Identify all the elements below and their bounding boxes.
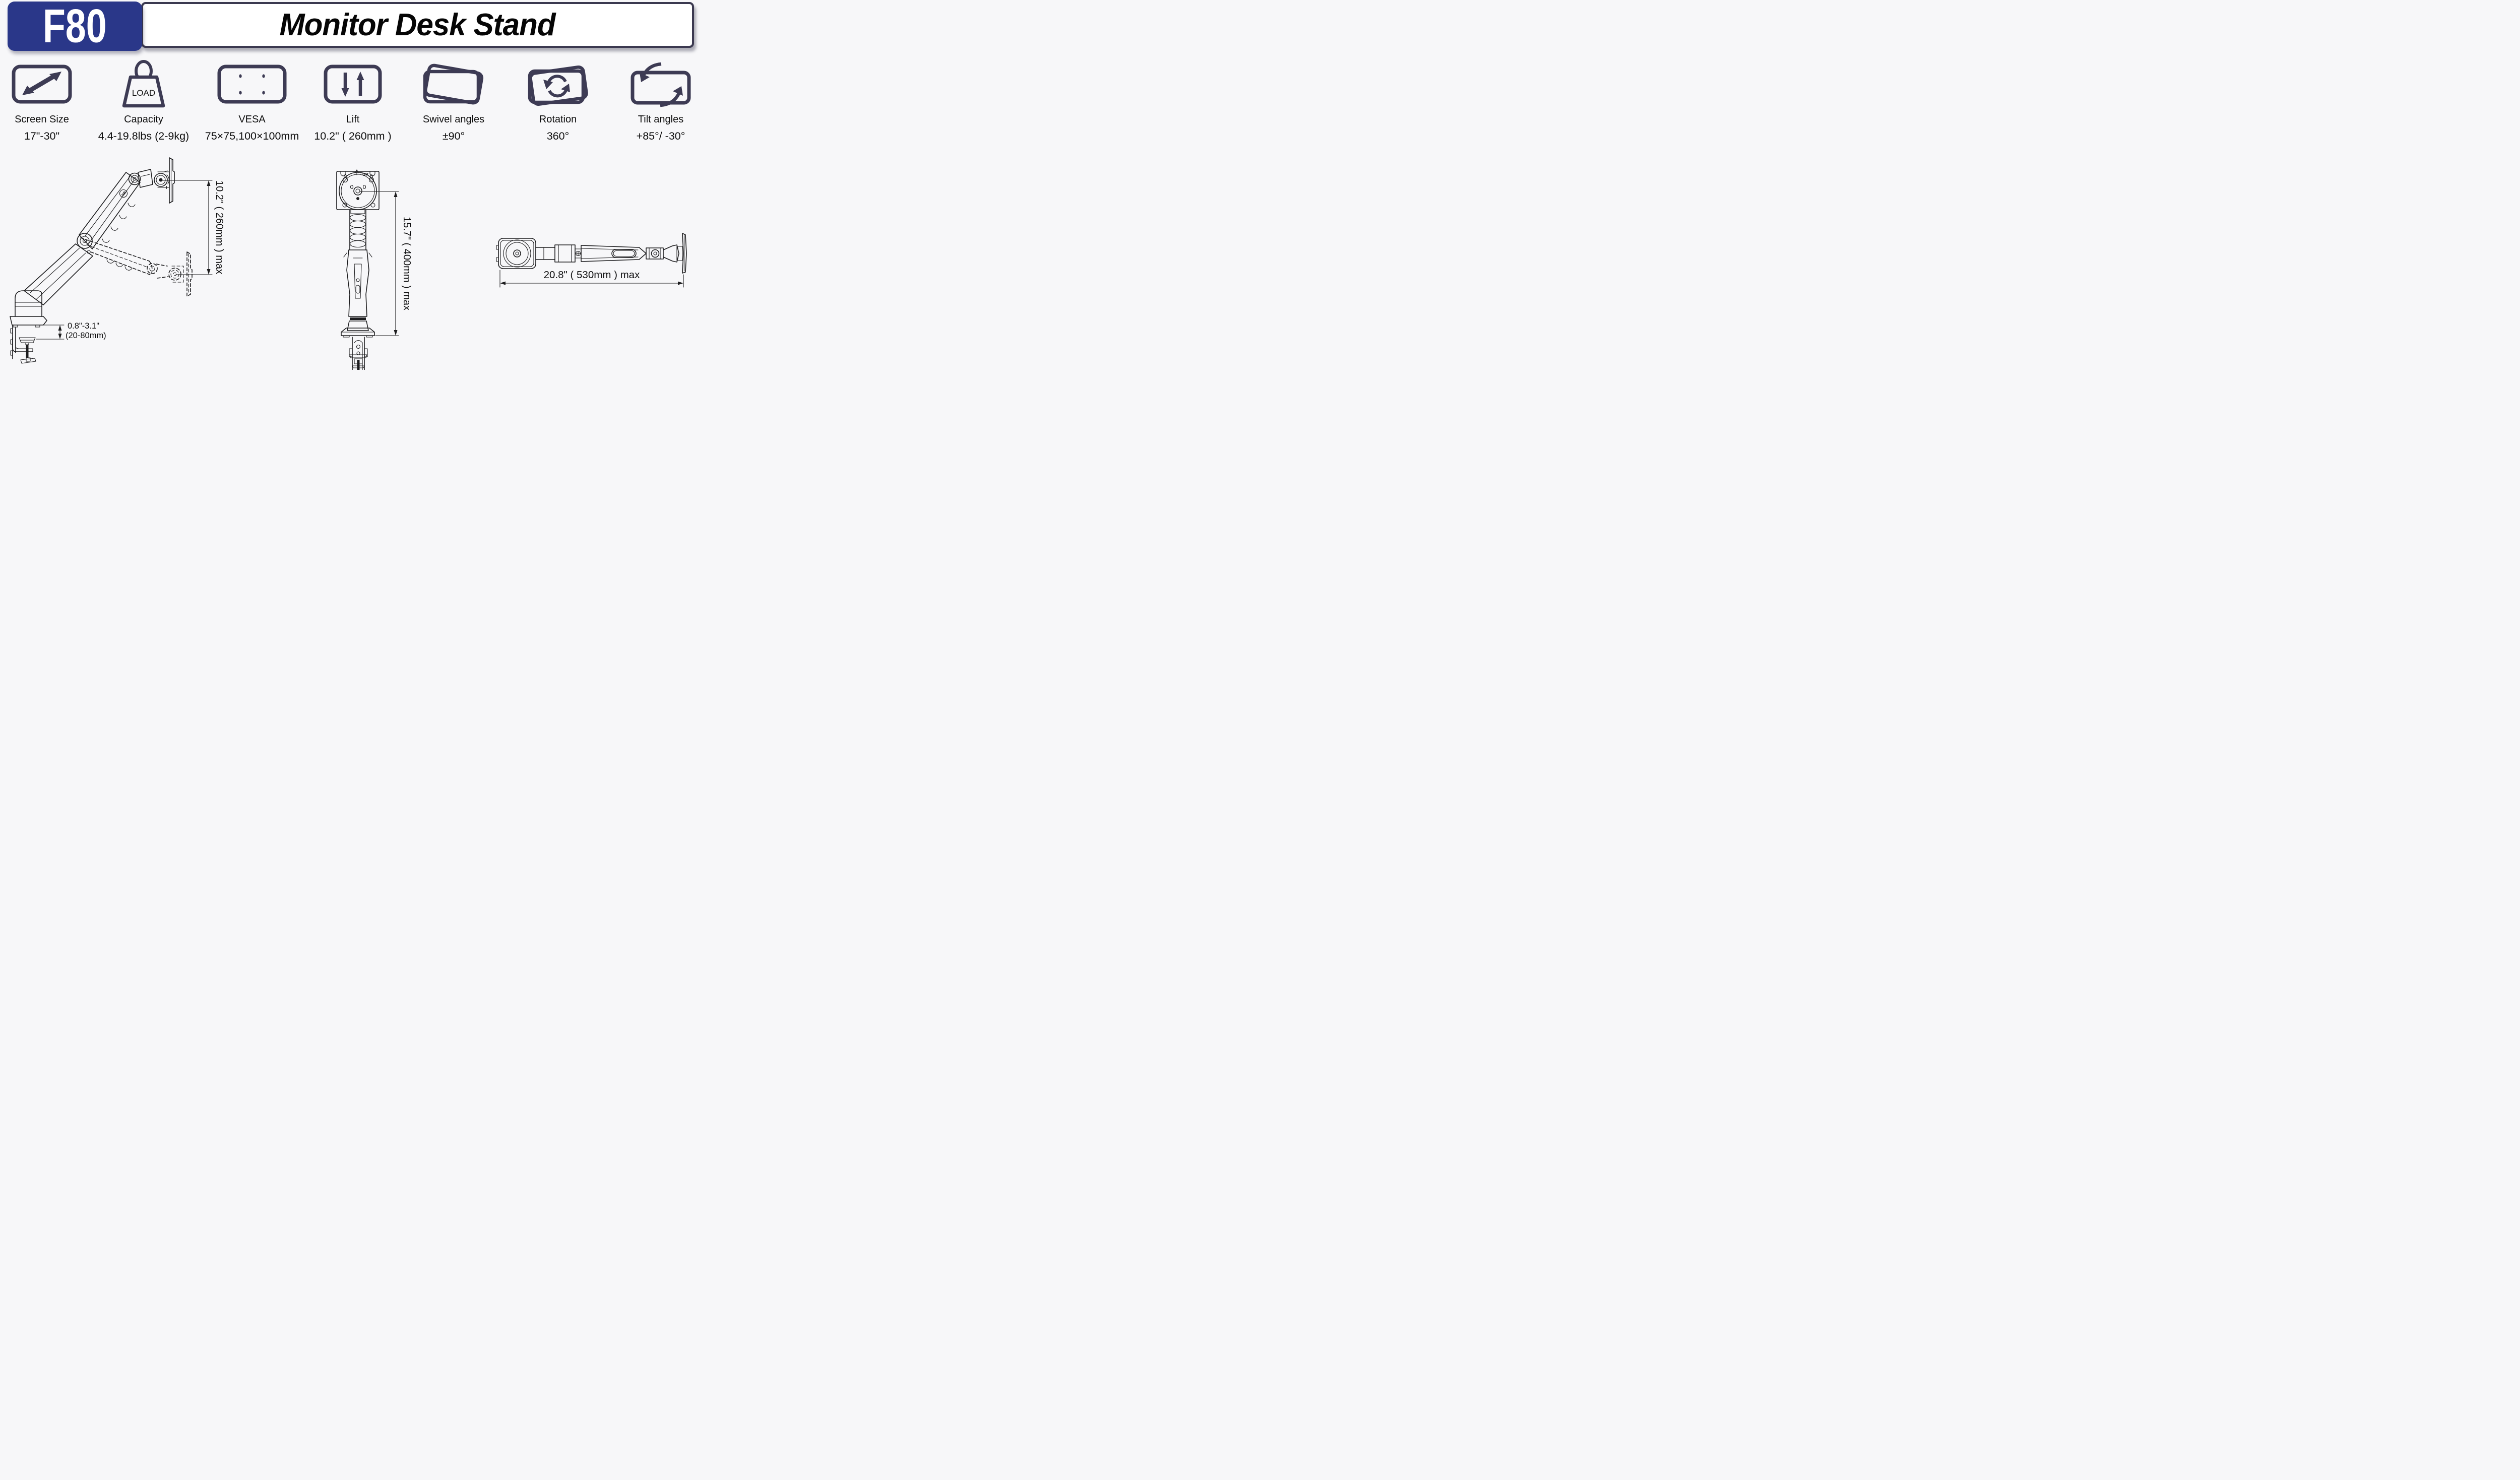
spec-lift: Lift 10.2" ( 260mm ) <box>301 58 404 143</box>
vesa-plate-icon <box>203 58 301 110</box>
spec-swivel: Swivel angles ±90° <box>404 58 503 143</box>
arm-logo: NB <box>121 191 127 197</box>
spec-value: 4.4-19.8lbs (2-9kg) <box>98 130 190 142</box>
spec-value: 360° <box>546 130 570 142</box>
spec-value: 75×75,100×100mm <box>205 130 299 142</box>
model-badge: F80 <box>8 0 142 52</box>
up-label: UP <box>362 172 368 177</box>
spec-screen-size: Screen Size 17"-30" <box>4 58 80 143</box>
swivel-screens-icon <box>404 58 503 110</box>
page-title: Monitor Desk Stand <box>279 8 556 42</box>
clamp-range-mm-label: (20-80mm) <box>66 331 106 340</box>
screen-size-icon <box>4 58 80 110</box>
spec-value: +85°/ -30° <box>636 130 685 142</box>
model-badge-label: F80 <box>43 0 107 52</box>
spec-tilt: Tilt angles +85°/ -30° <box>613 58 709 143</box>
rotate-screen-icon <box>503 58 613 110</box>
spec-label: VESA <box>238 114 266 125</box>
clamp-range-inch-label: 0.8"-3.1" <box>68 321 99 331</box>
technical-drawings: NB 10.2" ( 260mm ) max <box>10 157 687 370</box>
up-down-arrows-icon <box>301 58 404 110</box>
arm-length-label: 20.8" ( 530mm ) max <box>544 269 640 281</box>
spec-rotation: Rotation 360° <box>503 58 613 143</box>
weight-load-icon: LOAD <box>85 58 203 110</box>
spec-vesa: VESA 75×75,100×100mm <box>203 58 301 143</box>
spec-capacity: LOAD Capacity 4.4-19.8lbs (2-9kg) <box>85 58 203 143</box>
spec-value: ±90° <box>442 130 465 142</box>
height-range-label: 15.7" ( 400mm ) max <box>401 217 412 310</box>
top-view-drawing: 20.8" ( 530mm ) max <box>496 233 687 288</box>
spec-label: Capacity <box>124 114 163 125</box>
spec-value: 17"-30" <box>24 130 60 142</box>
spec-label: Rotation <box>539 114 577 125</box>
front-view-drawing: UP 15.7" ( 400mm ) max <box>336 169 412 370</box>
spec-value: 10.2" ( 260mm ) <box>314 130 392 142</box>
title-box: Monitor Desk Stand <box>141 2 694 48</box>
spec-label: Swivel angles <box>422 114 485 125</box>
tilt-arrows-icon <box>613 58 709 110</box>
spec-label: Tilt angles <box>638 114 684 125</box>
svg-text:LOAD: LOAD <box>132 88 155 98</box>
spec-label: Lift <box>346 114 360 125</box>
spec-label: Screen Size <box>15 114 69 125</box>
lift-range-label: 10.2" ( 260mm ) max <box>214 180 225 274</box>
side-view-drawing: NB 10.2" ( 260mm ) max <box>10 157 225 364</box>
